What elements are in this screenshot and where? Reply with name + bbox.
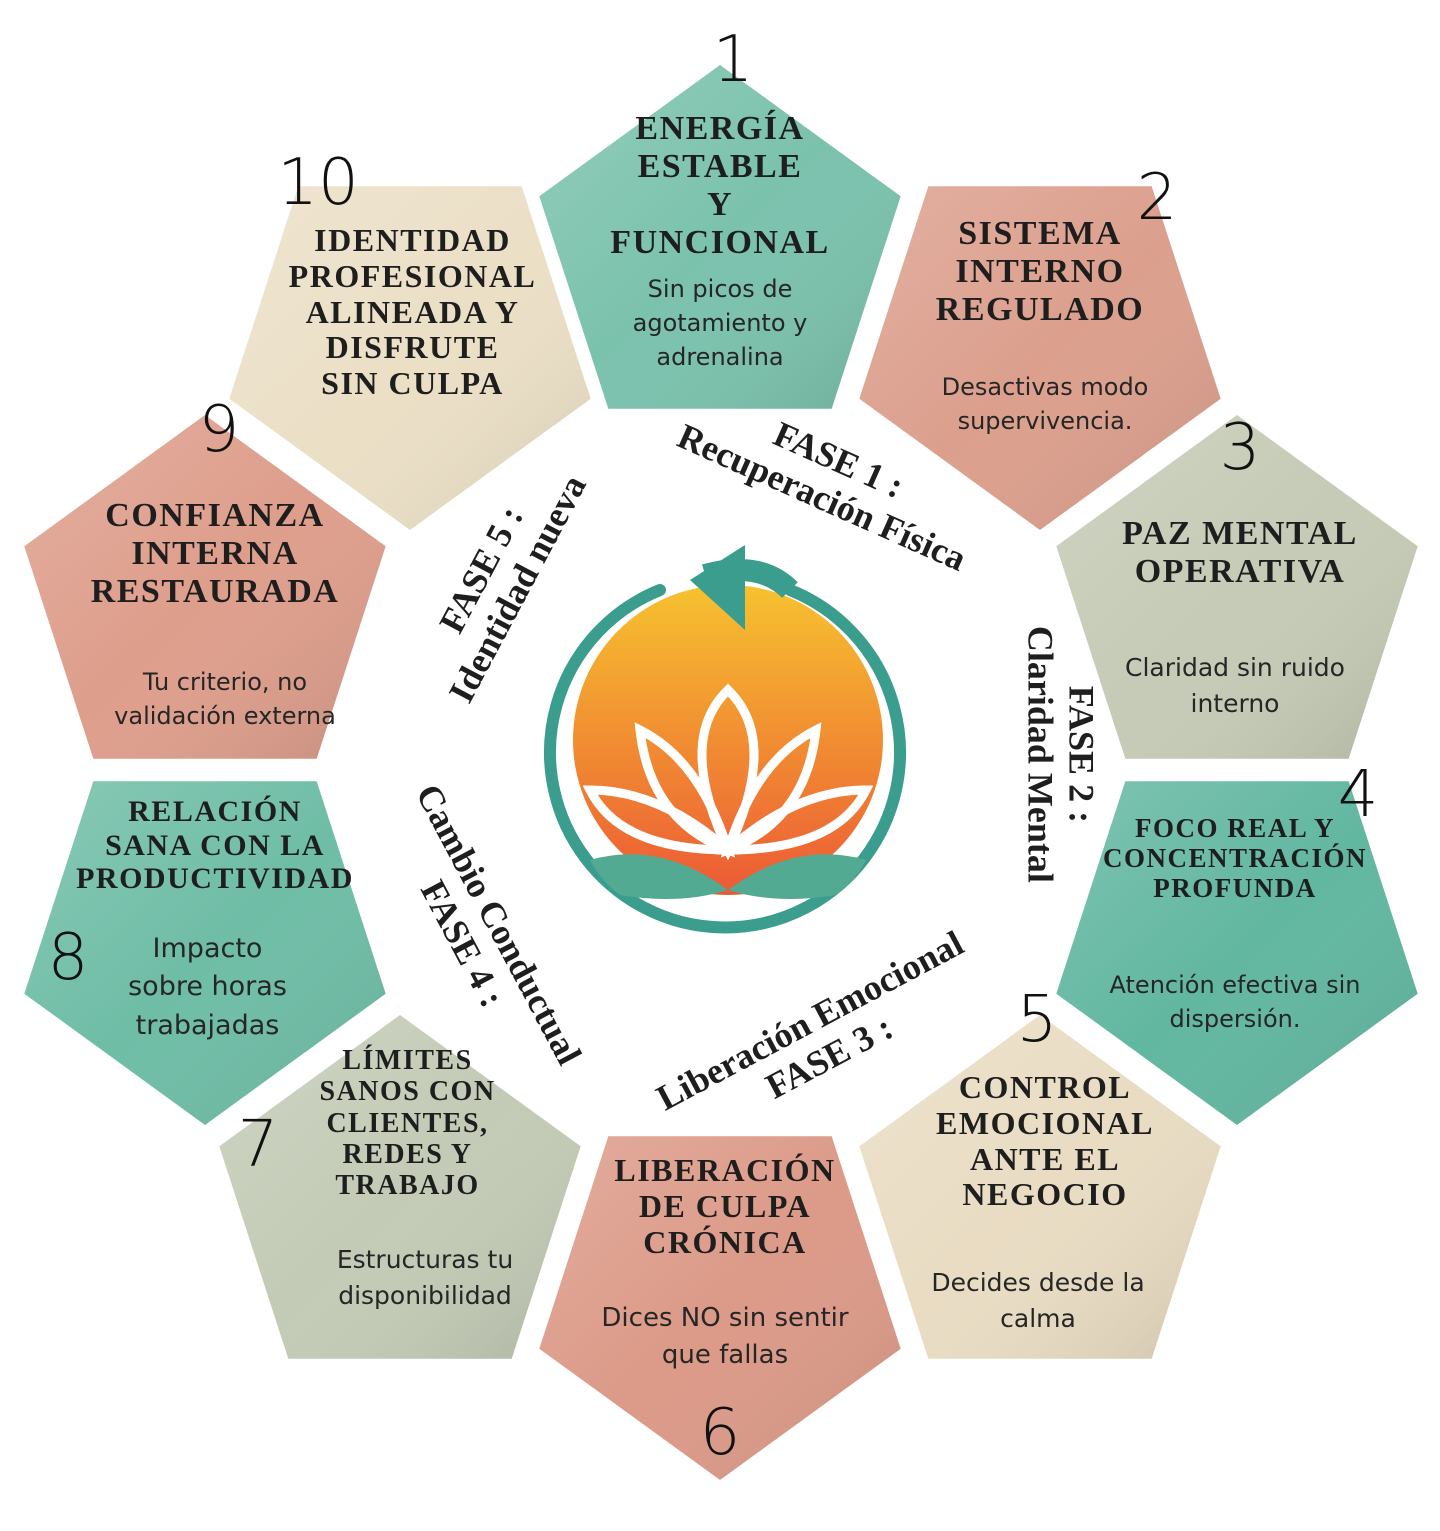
card-number-5: 5 bbox=[1016, 983, 1058, 1057]
card-number-3: 3 bbox=[1219, 411, 1261, 485]
pentagon-shading-6 bbox=[539, 1136, 901, 1480]
card-title-9: CONFIANZA INTERNA RESTAURADA bbox=[90, 497, 340, 611]
card-title-6: LIBERACIÓN DE CULPA CRÓNICA bbox=[614, 1152, 836, 1260]
card-title-10: IDENTIDAD PROFESIONAL ALINEADA Y DISFRUT… bbox=[288, 222, 537, 402]
lotus-right-petal bbox=[720, 722, 822, 858]
card-number-2: 2 bbox=[1136, 161, 1178, 235]
pentagon-shading-8 bbox=[24, 781, 386, 1125]
card-number-4: 4 bbox=[1337, 758, 1379, 832]
pentagon-shading-10 bbox=[229, 186, 591, 530]
card-title-5: CONTROL EMOCIONAL ANTE EL NEGOCIO bbox=[936, 1069, 1154, 1213]
lotus-cycle-logo bbox=[544, 545, 906, 934]
cycle-arrow-head bbox=[690, 545, 745, 630]
card-title-4: FOCO REAL Y CONCENTRACIÓN PROFUNDA bbox=[1102, 813, 1368, 904]
card-number-1: 1 bbox=[712, 23, 754, 97]
card-description-8: Impacto sobre horas trabajadas bbox=[128, 933, 287, 1041]
pentagon-shading-2 bbox=[859, 186, 1221, 530]
card-description-6: Dices NO sin sentir que fallas bbox=[601, 1303, 849, 1370]
lotus-left-petal bbox=[634, 722, 736, 858]
lotus-outer-right-petal bbox=[716, 785, 874, 855]
card-description-4: Atención efectiva sin dispersión. bbox=[1109, 971, 1361, 1034]
pentagon-shading-5 bbox=[859, 1015, 1221, 1359]
card-description-2: Desactivas modo supervivencia. bbox=[941, 373, 1149, 436]
card-description-9: Tu criterio, no validación externa bbox=[114, 668, 336, 731]
pentagon-shading-9 bbox=[24, 415, 386, 759]
pentagon-shading-3 bbox=[1056, 415, 1418, 759]
pentagon-cards bbox=[24, 65, 1418, 1480]
card-description-7: Estructuras tu disponibilidad bbox=[336, 1245, 514, 1310]
pentagon-shading-7 bbox=[219, 1015, 581, 1359]
card-title-1: ENERGÍA ESTABLE Y FUNCIONAL bbox=[610, 110, 830, 262]
cycle-ring bbox=[544, 584, 906, 934]
card-description-5: Decides desde la calma bbox=[931, 1268, 1145, 1333]
sun-circle bbox=[573, 585, 883, 895]
card-number-9: 9 bbox=[198, 393, 240, 467]
card-number-6: 6 bbox=[699, 1396, 741, 1470]
card-description-3: Claridad sin ruido interno bbox=[1125, 653, 1345, 718]
leaf-left bbox=[590, 854, 728, 899]
card-description-1: Sin picos de agotamiento y adrenalina bbox=[632, 275, 808, 372]
pentagon-shading-1 bbox=[539, 65, 901, 409]
card-number-8: 8 bbox=[47, 921, 89, 995]
leaf-right bbox=[728, 854, 866, 899]
card-title-7: LÍMITES SANOS CON CLIENTES, REDES Y TRAB… bbox=[319, 1045, 496, 1202]
card-title-8: RELACIÓN SANA CON LA PRODUCTIVIDAD bbox=[76, 795, 354, 896]
phase-label-2: FASE 2 : Claridad Mental bbox=[1020, 625, 1102, 883]
lotus-outer-left-petal bbox=[582, 785, 740, 855]
card-number-7: 7 bbox=[237, 1108, 279, 1182]
card-number-10: 10 bbox=[277, 146, 359, 220]
card-title-3: PAZ MENTAL OPERATIVA bbox=[1122, 515, 1358, 591]
pentagon-shading-4 bbox=[1056, 781, 1418, 1125]
card-title-2: SISTEMA INTERNO REGULADO bbox=[935, 215, 1145, 329]
